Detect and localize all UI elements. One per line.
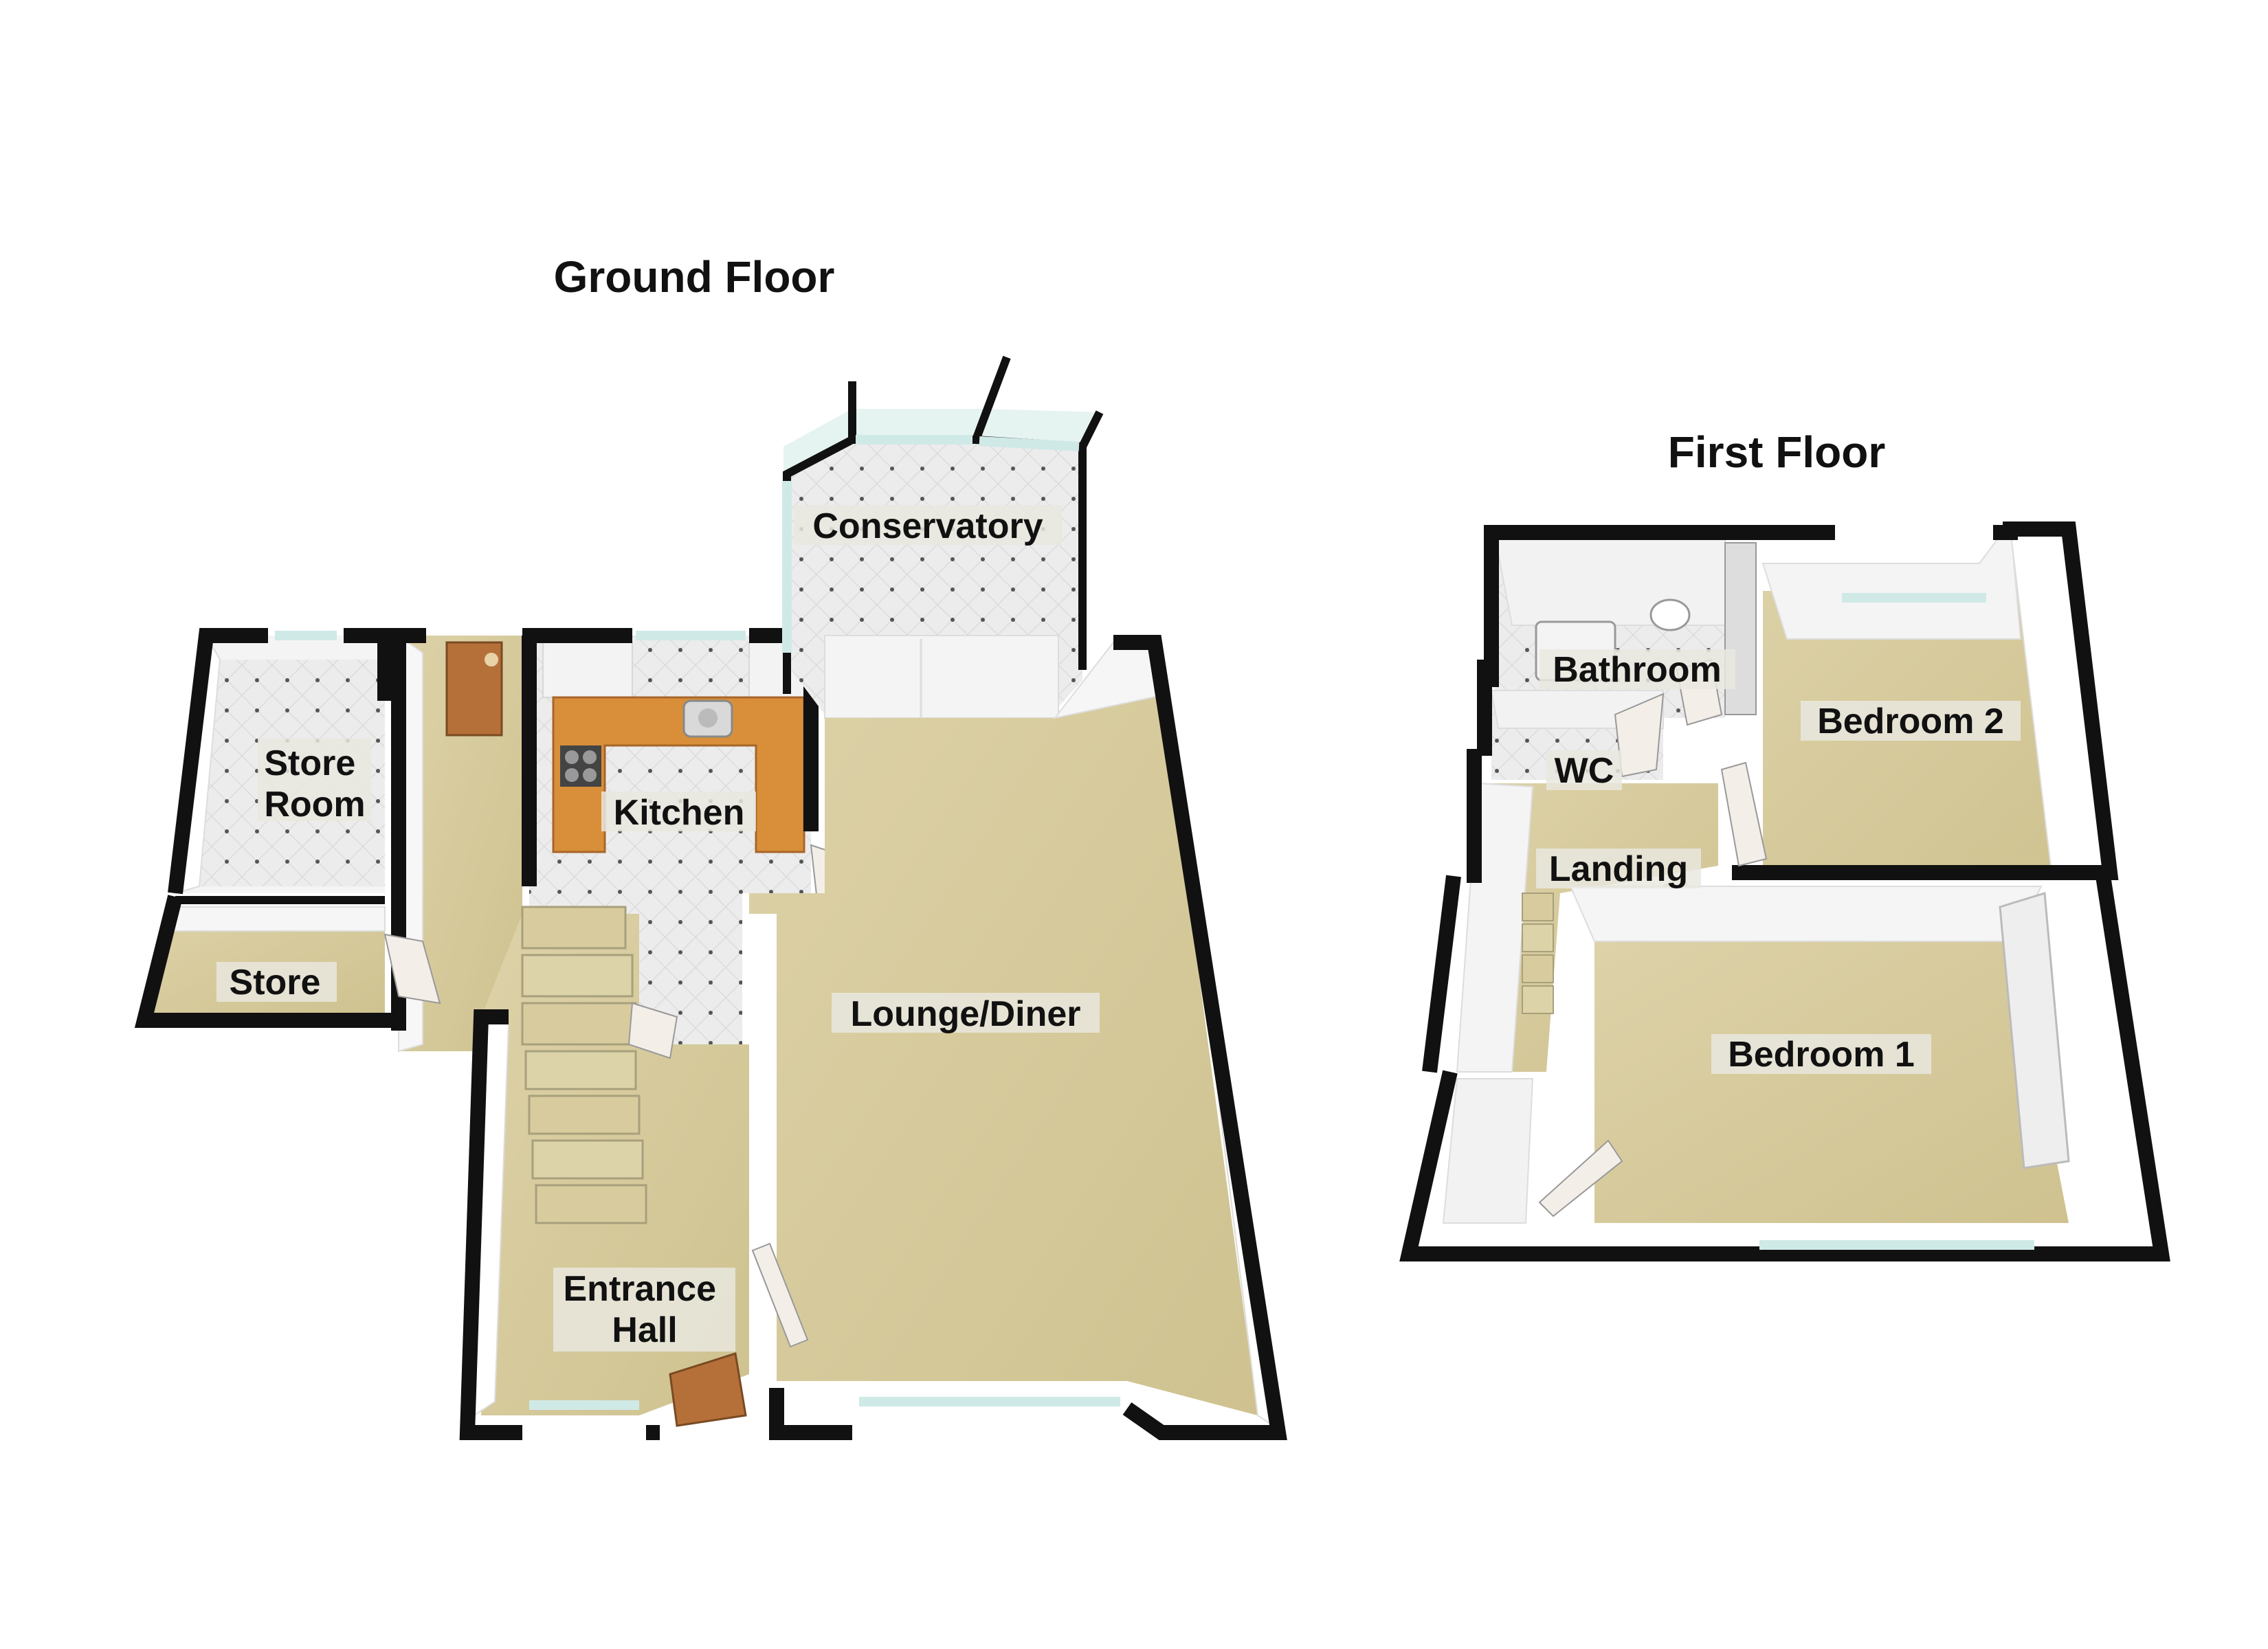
label-bathroom: Bathroom (1553, 650, 1722, 690)
ground-floor: Ground Floor (134, 252, 1287, 1440)
first-floor-staircase[interactable] (1522, 893, 1554, 1014)
bedroom1-alcove (1442, 1078, 1534, 1224)
hall-to-kitchen-door[interactable] (627, 1002, 678, 1059)
label-landing: Landing (1549, 849, 1688, 889)
room-bedroom-2 (1676, 520, 2119, 880)
label-bedroom-2: Bedroom 2 (1817, 702, 2004, 741)
label-store-room: Store Room (264, 743, 365, 824)
back-door-window-icon (485, 653, 498, 666)
label-kitchen: Kitchen (614, 793, 745, 833)
room-kitchen (522, 628, 854, 1044)
label-store-room-line2: Room (264, 785, 365, 824)
label-bedroom-1: Bedroom 1 (1728, 1035, 1915, 1075)
label-entrance-hall-line1: Entrance (564, 1269, 717, 1309)
wardrobe (1999, 892, 2070, 1169)
ground-floor-title: Ground Floor (554, 252, 835, 302)
hob-icon (560, 745, 601, 787)
label-wc: WC (1555, 751, 1614, 791)
back-door[interactable] (445, 641, 503, 737)
room-lounge-diner (749, 635, 1287, 1440)
bedroom2-door[interactable] (1720, 761, 1768, 867)
label-store-room-line1: Store (264, 743, 355, 783)
label-lounge-diner: Lounge/Diner (850, 994, 1080, 1034)
bedroom1-side-door[interactable] (1538, 1139, 1623, 1218)
lounge-door[interactable] (751, 1242, 809, 1348)
label-store: Store (230, 963, 321, 1002)
label-entrance-hall: Entrance Hall (564, 1269, 726, 1350)
label-entrance-hall-line2: Hall (612, 1310, 677, 1350)
first-floor: First Floor (1399, 427, 2170, 1261)
staircase[interactable] (521, 906, 647, 1224)
first-floor-title: First Floor (1668, 427, 1885, 477)
room-bedroom-1 (1399, 875, 2170, 1261)
label-conservatory: Conservatory (812, 506, 1043, 546)
bedroom1-floor (1594, 941, 2069, 1223)
basin-icon (1649, 598, 1691, 631)
room-side-passage (383, 628, 522, 1053)
front-door[interactable] (669, 1352, 747, 1427)
store-door[interactable] (383, 933, 441, 1005)
